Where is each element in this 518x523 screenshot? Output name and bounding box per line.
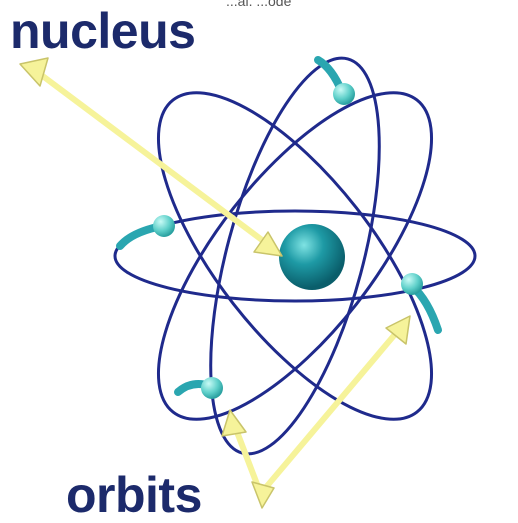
orbits-arrow-shaft-right: [262, 326, 402, 492]
electron-bottom: [201, 377, 223, 399]
nucleus-label: nucleus: [10, 6, 195, 56]
nucleus-sphere: [279, 224, 345, 290]
electron-top: [333, 83, 355, 105]
electron-right: [401, 273, 423, 295]
orbits-arrow-shaft-left: [234, 424, 260, 492]
orbits-label: orbits: [66, 470, 202, 520]
electron-left: [153, 215, 175, 237]
nucleus-arrow-tail: [20, 58, 48, 86]
top-cropped-text: ...ai. ...ode: [226, 0, 291, 8]
pointer-arrows: [20, 58, 410, 508]
